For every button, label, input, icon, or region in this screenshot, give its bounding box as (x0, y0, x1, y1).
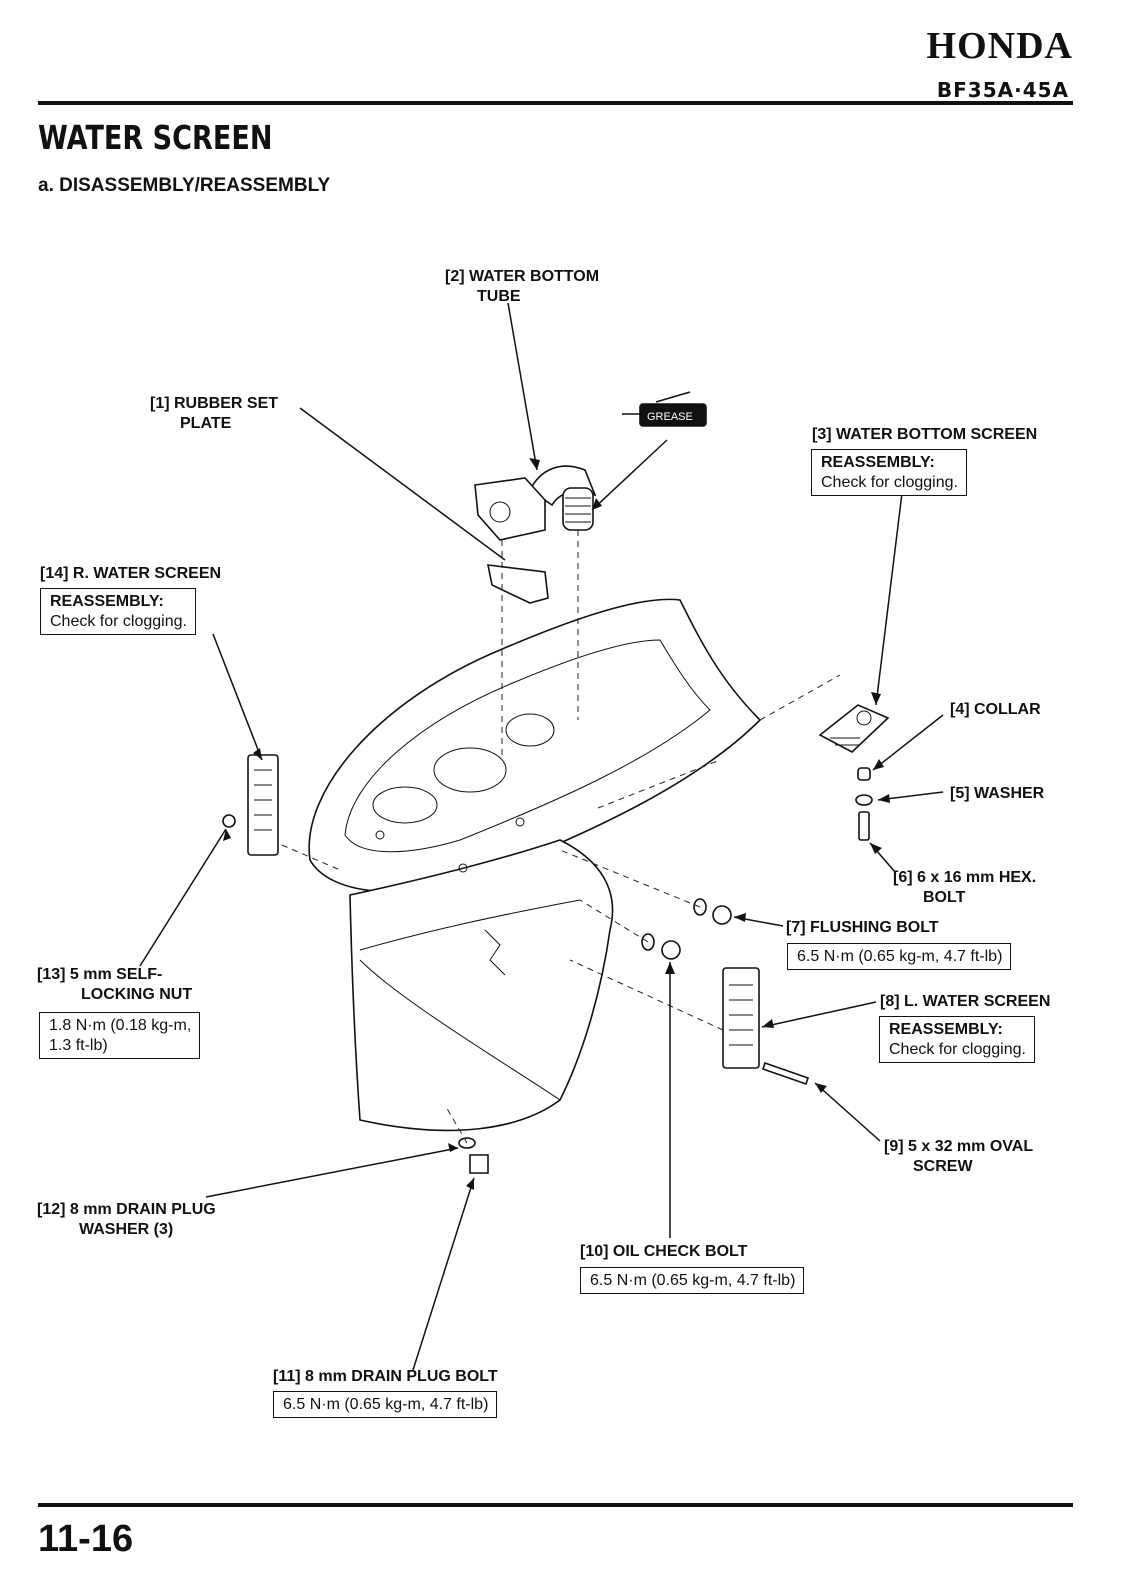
drain-plug-bolt (469, 1154, 489, 1174)
page-number: 11-16 (38, 1518, 134, 1560)
water-bottom-screen (818, 704, 890, 753)
l-water-screen (722, 967, 760, 1069)
gear-case-housing (308, 598, 762, 1132)
label-water-bottom-screen: [3] WATER BOTTOM SCREEN (812, 426, 1038, 443)
label-drain-plug-washer: [12] 8 mm DRAIN PLUG WASHER (3) (37, 1201, 216, 1238)
footer-rule (38, 1503, 1073, 1507)
torque-oil-check-bolt: 6.5 N·m (0.65 kg-m, 4.7 ft-lb) (580, 1267, 805, 1294)
label-self-locking-nut: [13] 5 mm SELF- LOCKING NUT (37, 966, 193, 1003)
section-heading: a. DISASSEMBLY/REASSEMBLY (38, 175, 331, 196)
leader-lines (139, 302, 944, 1371)
torque-drain-plug-bolt: 6.5 N·m (0.65 kg-m, 4.7 ft-lb) (273, 1391, 498, 1418)
label-drain-plug-bolt: [11] 8 mm DRAIN PLUG BOLT (273, 1368, 498, 1385)
grease-label: GREASE (647, 411, 693, 423)
model-number: BF35A·45A (936, 78, 1069, 102)
brand-logo: HONDA (926, 25, 1073, 67)
self-locking-nut (222, 814, 236, 828)
page-title: WATER SCREEN (38, 118, 273, 157)
label-r-water-screen: [14] R. WATER SCREEN (40, 565, 222, 582)
torque-flushing-bolt: 6.5 N·m (0.65 kg-m, 4.7 ft-lb) (787, 943, 1012, 970)
label-flushing-bolt: [7] FLUSHING BOLT (786, 919, 939, 936)
label-rubber-set-plate: [1] RUBBER SET PLATE (150, 395, 279, 432)
label-collar: [4] COLLAR (950, 701, 1041, 718)
oval-screw (761, 1061, 810, 1086)
label-oval-screw: [9] 5 x 32 mm OVAL SCREW (884, 1138, 1034, 1175)
label-washer: [5] WASHER (950, 785, 1045, 802)
r-water-screen (247, 754, 279, 856)
tube-holder (474, 477, 546, 541)
oil-check-bolt (661, 940, 681, 960)
alignment-lines (281, 530, 841, 1144)
note-l-water-screen: REASSEMBLY: Check for clogging. (879, 1016, 1035, 1063)
grease-tube: GREASE (622, 391, 707, 427)
label-water-bottom-tube: [2] WATER BOTTOM TUBE (445, 268, 600, 305)
header-rule (38, 101, 1073, 105)
label-oil-check-bolt: [10] OIL CHECK BOLT (580, 1243, 748, 1260)
note-r-water-screen: REASSEMBLY: Check for clogging. (40, 588, 196, 635)
label-l-water-screen: [8] L. WATER SCREEN (880, 993, 1051, 1010)
washer (855, 794, 873, 806)
collar (857, 767, 871, 781)
hex-bolt (858, 811, 870, 841)
label-hex-bolt: [6] 6 x 16 mm HEX. BOLT (893, 869, 1037, 906)
note-water-bottom-screen: REASSEMBLY: Check for clogging. (811, 449, 967, 496)
torque-self-locking-nut: 1.8 N·m (0.18 kg-m, 1.3 ft-lb) (39, 1012, 201, 1059)
rubber-set-plate (486, 564, 549, 604)
flushing-bolt (712, 905, 732, 925)
arrow-heads (223, 458, 890, 1190)
water-bottom-tube (528, 465, 597, 531)
